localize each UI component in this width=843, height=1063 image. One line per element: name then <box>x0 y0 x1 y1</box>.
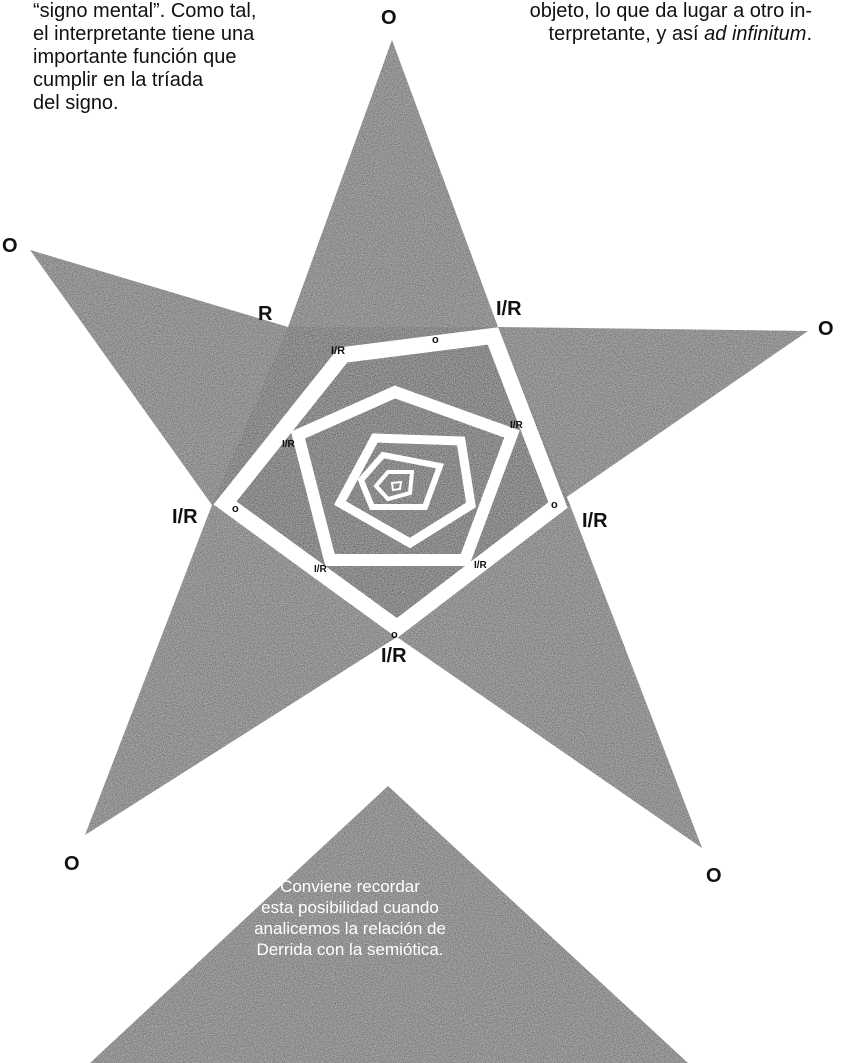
caption: Conviene recordar esta posibilidad cuand… <box>200 876 500 960</box>
label-o-bottom-left: O <box>64 853 80 875</box>
star-point-top <box>288 40 498 327</box>
label-o-inner: o <box>432 334 439 346</box>
label-o-top: O <box>381 7 397 29</box>
caption-line: Derrida con la semiótica. <box>200 939 500 960</box>
label-o-left: O <box>2 235 18 257</box>
label-ir-bottom: I/R <box>381 645 407 667</box>
label-ir-inner: I/R <box>510 420 524 431</box>
label-ir-left: I/R <box>172 506 198 528</box>
label-ir-inner: I/R <box>282 439 296 450</box>
label-o-inner: o <box>391 629 398 641</box>
label-r: R <box>258 303 273 325</box>
label-ir-right: I/R <box>582 510 608 532</box>
caption-line: analicemos la relación de <box>200 918 500 939</box>
label-ir-top-right: I/R <box>496 298 522 320</box>
label-o-bottom-right: O <box>706 865 722 887</box>
label-o-inner: o <box>551 499 558 511</box>
label-ir-inner: I/R <box>474 560 488 571</box>
caption-line: esta posibilidad cuando <box>200 897 500 918</box>
caption-line: Conviene recordar <box>200 876 500 897</box>
label-ir-inner: I/R <box>314 564 328 575</box>
label-o-inner: o <box>232 503 239 515</box>
label-o-right: O <box>818 318 834 340</box>
label-ir-inner: I/R <box>331 345 345 357</box>
